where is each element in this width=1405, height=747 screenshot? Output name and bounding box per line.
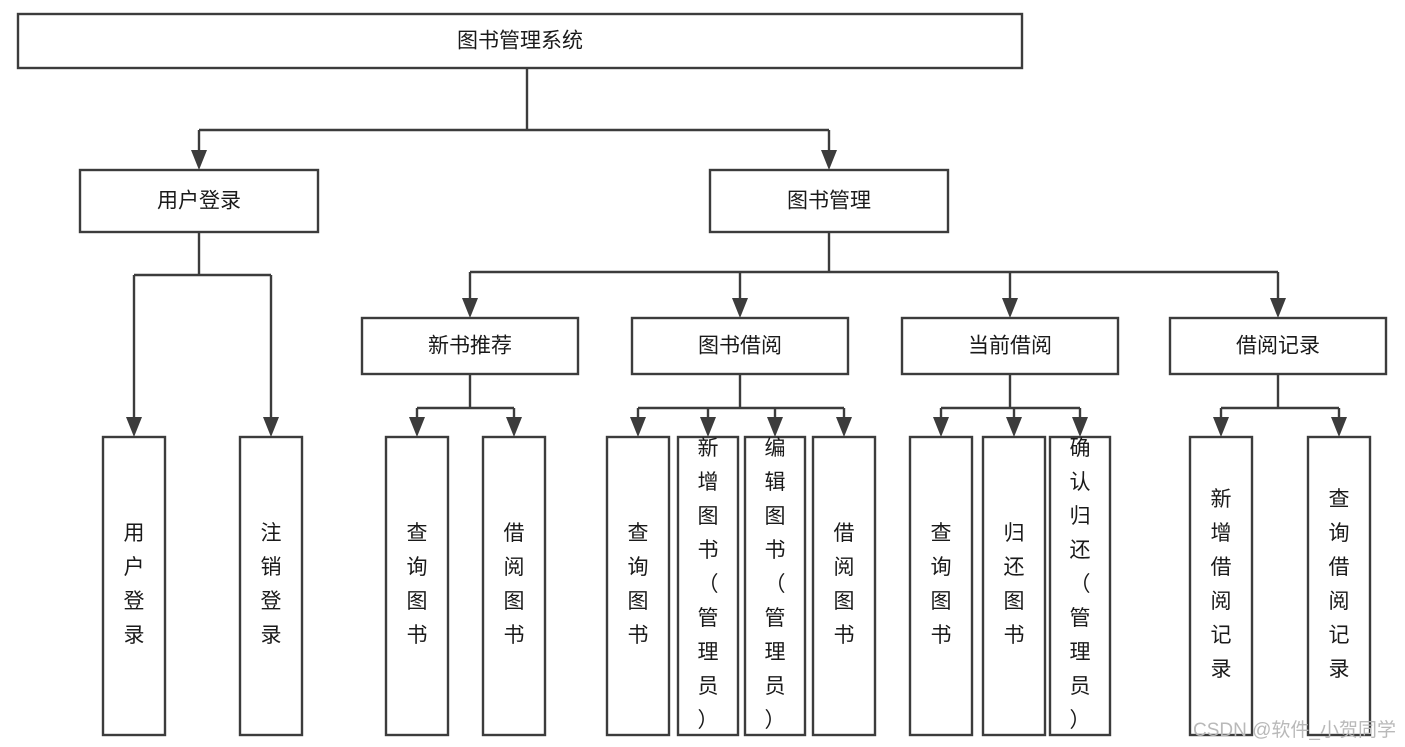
node-box-leaf-query-book-3[interactable] [908, 435, 974, 737]
conn-to-leaf-user-login [126, 275, 142, 437]
node-book-manage[interactable]: 图书管理 [708, 168, 950, 234]
node-leaf-query-book-1[interactable]: 查询图书 [384, 435, 450, 737]
connector-arrowhead [836, 417, 852, 437]
connector-arrowhead [1002, 298, 1018, 318]
connector-arrowhead [700, 417, 716, 437]
node-label-user-login: 用户登录 [157, 190, 241, 213]
node-leaf-query-book-2[interactable]: 查询图书 [605, 435, 671, 737]
node-label-leaf-query-book-2: 查询图书 [628, 522, 649, 647]
node-label-borrow-record: 借阅记录 [1236, 335, 1320, 358]
node-box-leaf-user-login[interactable] [101, 435, 167, 737]
conn-to-book-manage [821, 130, 837, 170]
node-box-leaf-query-book-1[interactable] [384, 435, 450, 737]
node-box-root[interactable] [16, 12, 1024, 70]
node-box-leaf-add-book[interactable] [676, 435, 740, 737]
node-root[interactable]: 图书管理系统 [16, 12, 1024, 70]
node-box-leaf-query-book-2[interactable] [605, 435, 671, 737]
node-user-login[interactable]: 用户登录 [78, 168, 320, 234]
node-leaf-query-record[interactable]: 查询借阅记录 [1306, 435, 1372, 737]
node-box-leaf-user-logout[interactable] [238, 435, 304, 737]
node-label-book-borrow: 图书借阅 [698, 335, 782, 358]
node-label-leaf-borrow-book-2: 借阅图书 [834, 522, 855, 647]
node-leaf-borrow-book-2[interactable]: 借阅图书 [811, 435, 877, 737]
connector-layer [126, 68, 1347, 437]
node-label-leaf-edit-book: 编辑图书（管理员） [765, 437, 786, 732]
node-leaf-borrow-book-1[interactable]: 借阅图书 [481, 435, 547, 737]
connector-group-book-borrow [630, 374, 852, 437]
connector-arrowhead [506, 417, 522, 437]
node-box-leaf-borrow-book-2[interactable] [811, 435, 877, 737]
node-label-leaf-user-logout: 注销登录 [261, 522, 282, 647]
connector-arrowhead [1213, 417, 1229, 437]
conn-to-user-login [191, 130, 207, 170]
node-box-book-borrow[interactable] [630, 316, 850, 376]
connector-arrowhead [409, 417, 425, 437]
connector-arrowhead [126, 417, 142, 437]
node-box-user-login[interactable] [78, 168, 320, 234]
node-label-leaf-add-book: 新增图书（管理员） [698, 437, 719, 732]
node-box-borrow-record[interactable] [1168, 316, 1388, 376]
connector-arrowhead [1006, 417, 1022, 437]
node-label-leaf-confirm-return: 确认归还（管理员） [1070, 437, 1091, 732]
connector-group-new-book-recommend [409, 374, 522, 437]
connector-arrowhead [767, 417, 783, 437]
node-box-new-book-recommend[interactable] [360, 316, 580, 376]
conn-to-borrow-record [1270, 272, 1286, 318]
node-borrow-record[interactable]: 借阅记录 [1168, 316, 1388, 376]
connector-arrowhead [1270, 298, 1286, 318]
node-label-root: 图书管理系统 [457, 30, 583, 53]
node-new-book-recommend[interactable]: 新书推荐 [360, 316, 580, 376]
node-leaf-edit-book[interactable]: 编辑图书（管理员） [743, 435, 807, 737]
node-leaf-query-book-3[interactable]: 查询图书 [908, 435, 974, 737]
connector-arrowhead [933, 417, 949, 437]
node-leaf-return-book[interactable]: 归还图书 [981, 435, 1047, 737]
node-label-current-borrow: 当前借阅 [968, 335, 1052, 358]
node-box-leaf-edit-book[interactable] [743, 435, 807, 737]
node-layer: 图书管理系统用户登录图书管理新书推荐图书借阅当前借阅借阅记录用户登录注销登录查询… [16, 12, 1388, 737]
node-label-leaf-borrow-book-1: 借阅图书 [504, 522, 525, 647]
connector-arrowhead [630, 417, 646, 437]
node-leaf-user-logout[interactable]: 注销登录 [238, 435, 304, 737]
connector-arrowhead [462, 298, 478, 318]
connector-group-current-borrow [933, 374, 1088, 437]
node-box-leaf-confirm-return[interactable] [1048, 435, 1112, 737]
node-box-current-borrow[interactable] [900, 316, 1120, 376]
csdn-watermark: CSDN @软件_小贺同学 [1193, 719, 1396, 741]
node-box-book-manage[interactable] [708, 168, 950, 234]
node-label-leaf-query-record: 查询借阅记录 [1329, 488, 1350, 681]
node-label-leaf-add-record: 新增借阅记录 [1211, 488, 1232, 681]
conn-to-current-borrow [1002, 272, 1018, 318]
node-box-leaf-add-record[interactable] [1188, 435, 1254, 737]
connector-group-borrow-record [1213, 374, 1347, 437]
node-leaf-add-book[interactable]: 新增图书（管理员） [676, 435, 740, 737]
connector-arrowhead [1072, 417, 1088, 437]
node-label-leaf-return-book: 归还图书 [1004, 522, 1025, 647]
node-box-leaf-borrow-book-1[interactable] [481, 435, 547, 737]
node-current-borrow[interactable]: 当前借阅 [900, 316, 1120, 376]
node-leaf-user-login[interactable]: 用户登录 [101, 435, 167, 737]
connector-arrowhead [1331, 417, 1347, 437]
node-label-leaf-query-book-1: 查询图书 [407, 522, 428, 647]
node-label-leaf-query-book-3: 查询图书 [931, 522, 952, 647]
node-leaf-add-record[interactable]: 新增借阅记录 [1188, 435, 1254, 737]
node-label-book-manage: 图书管理 [787, 190, 871, 213]
conn-to-new-book [462, 272, 478, 318]
node-label-leaf-user-login: 用户登录 [124, 522, 145, 647]
node-label-new-book-recommend: 新书推荐 [428, 335, 512, 358]
connector-arrowhead [821, 150, 837, 170]
node-leaf-confirm-return[interactable]: 确认归还（管理员） [1048, 435, 1112, 737]
node-box-leaf-query-record[interactable] [1306, 435, 1372, 737]
node-box-leaf-return-book[interactable] [981, 435, 1047, 737]
connector-arrowhead [732, 298, 748, 318]
connector-arrowhead [191, 150, 207, 170]
connector-arrowhead [263, 417, 279, 437]
conn-to-book-borrow [732, 272, 748, 318]
node-book-borrow[interactable]: 图书借阅 [630, 316, 850, 376]
conn-to-leaf-user-logout [263, 275, 279, 437]
